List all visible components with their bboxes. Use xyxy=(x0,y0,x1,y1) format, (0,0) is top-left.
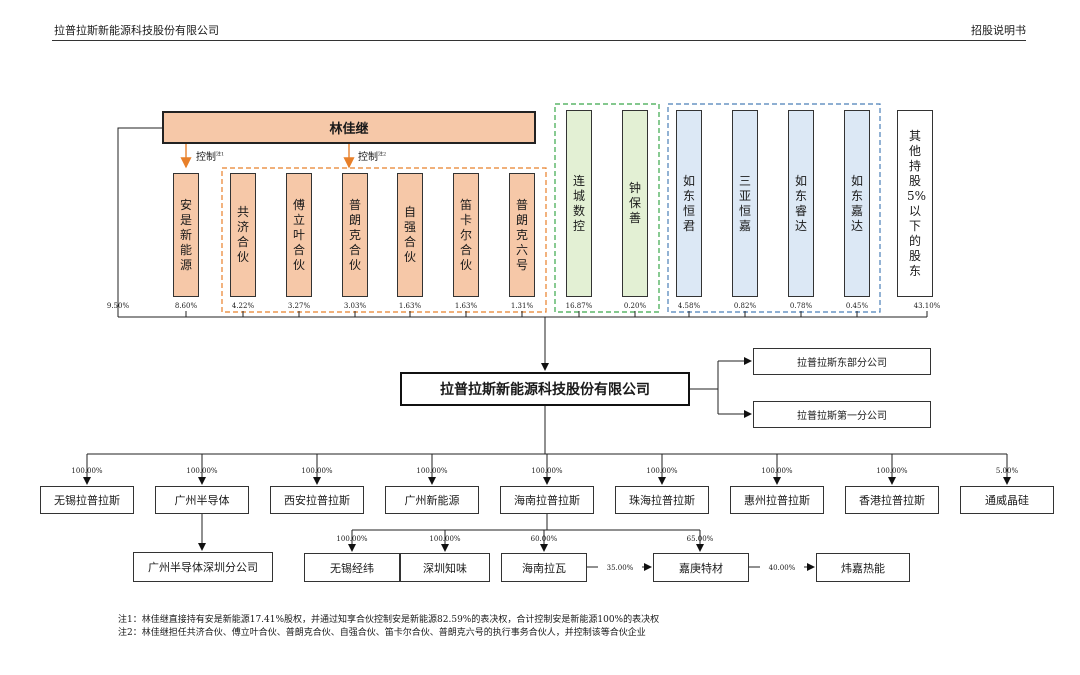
pct-anshi: 8.60% xyxy=(174,302,198,310)
sub-xian-laplace: 西安拉普拉斯 xyxy=(270,486,364,514)
pct-jiageng: 65.00% xyxy=(686,535,714,543)
controller-box: 林佳继 xyxy=(162,111,536,144)
sub-guangzhou-semi: 广州半导体 xyxy=(155,486,249,514)
pct-ruida: 0.78% xyxy=(789,302,813,310)
header-company: 拉普拉斯新能源科技股份有限公司 xyxy=(54,24,219,37)
pct-pulangke: 3.03% xyxy=(343,302,367,310)
pct-gongji: 4.22% xyxy=(231,302,255,310)
controller-name: 林佳继 xyxy=(329,122,369,137)
header-rule xyxy=(52,40,1026,41)
sub-guangzhou-energy: 广州新能源 xyxy=(385,486,479,514)
branch-first: 拉普拉斯第一分公司 xyxy=(753,401,931,428)
sub-weijia: 炜嘉热能 xyxy=(816,553,910,582)
control-label-1: 控制注1 xyxy=(196,151,225,163)
shareholder-others: 其他持股5%以下的股东 xyxy=(897,110,933,297)
shareholder-gongji: 共济合伙 xyxy=(230,173,256,297)
pct-ziqiang: 1.63% xyxy=(398,302,422,310)
sub-hk-laplace: 香港拉普拉斯 xyxy=(845,486,939,514)
orange-group-frame xyxy=(221,167,547,313)
sub-jiageng: 嘉庚特材 xyxy=(653,553,749,582)
note-2: 注2：林佳继担任共济合伙、傅立叶合伙、普朗克合伙、自强合伙、笛卡尔合伙、普朗克六… xyxy=(118,628,646,638)
pct-sub-huizhou: 100.00% xyxy=(761,467,793,475)
sub-wuxi-jingwei: 无锡经纬 xyxy=(304,553,400,582)
shareholder-fuliye: 傅立叶合伙 xyxy=(286,173,312,297)
pct-hengjun: 4.58% xyxy=(677,302,701,310)
shareholder-rudong-ruida: 如东睿达 xyxy=(788,110,814,297)
shareholder-zhongbaoshan: 钟保善 xyxy=(622,110,648,297)
note-1: 注1：林佳继直接持有安是新能源17.41%股权，并通过知享合伙控制安是新能源82… xyxy=(118,615,660,625)
pct-jiageng-to-weijia: 40.00% xyxy=(760,564,804,572)
sub-zhuhai-laplace: 珠海拉普拉斯 xyxy=(615,486,709,514)
pct-liancheng: 16.87% xyxy=(565,302,593,310)
pct-jiada: 0.45% xyxy=(845,302,869,310)
pct-wuxi-jingwei: 100.00% xyxy=(336,535,368,543)
sub-shenzhen-zhiwei: 深圳知味 xyxy=(400,553,490,582)
shareholder-pulangke6: 普朗克六号 xyxy=(509,173,535,297)
pct-dikaer: 1.63% xyxy=(454,302,478,310)
pct-sub-gz-semi: 100.00% xyxy=(186,467,218,475)
pct-hengjia: 0.82% xyxy=(733,302,757,310)
shareholder-liancheng: 连城数控 xyxy=(566,110,592,297)
pct-hainan-lawa: 60.00% xyxy=(530,535,558,543)
pct-pulangke6: 1.31% xyxy=(510,302,534,310)
shareholder-ziqiang: 自强合伙 xyxy=(397,173,423,297)
pct-lawa-to-jiageng: 35.00% xyxy=(598,564,642,572)
pct-direct: 9.50% xyxy=(106,302,130,310)
sub-hainan-laplace: 海南拉普拉斯 xyxy=(500,486,594,514)
shareholder-anshi: 安是新能源 xyxy=(173,173,199,297)
main-company-name: 拉普拉斯新能源科技股份有限公司 xyxy=(440,382,650,398)
control-label-2: 控制注2 xyxy=(358,151,387,163)
pct-sub-gz-energy: 100.00% xyxy=(416,467,448,475)
pct-fuliye: 3.27% xyxy=(287,302,311,310)
pct-sub-hainan: 100.00% xyxy=(531,467,563,475)
shareholder-dikaer: 笛卡尔合伙 xyxy=(453,173,479,297)
shareholder-pulangke: 普朗克合伙 xyxy=(342,173,368,297)
pct-shenzhen-zhiwei: 100.00% xyxy=(429,535,461,543)
branch-east: 拉普拉斯东部分公司 xyxy=(753,348,931,375)
sub-huizhou-laplace: 惠州拉普拉斯 xyxy=(730,486,824,514)
shareholder-sanya-hengjia: 三亚恒嘉 xyxy=(732,110,758,297)
blue-group-frame xyxy=(667,103,881,313)
pct-zhongbaoshan: 0.20% xyxy=(623,302,647,310)
header-doc-type: 招股说明书 xyxy=(971,24,1026,37)
sub-hainan-lawa: 海南拉瓦 xyxy=(501,553,587,582)
pct-sub-wuxi: 100.00% xyxy=(71,467,103,475)
shareholder-rudong-hengjun: 如东恒君 xyxy=(676,110,702,297)
sub-branch-shenzhen: 广州半导体深圳分公司 xyxy=(133,552,273,582)
pct-sub-xian: 100.00% xyxy=(301,467,333,475)
pct-sub-tongwei: 5.00% xyxy=(995,467,1019,475)
pct-others: 43.10% xyxy=(913,302,941,310)
sub-tongwei: 通威晶硅 xyxy=(960,486,1054,514)
sub-wuxi-laplace: 无锡拉普拉斯 xyxy=(40,486,134,514)
shareholder-rudong-jiada: 如东嘉达 xyxy=(844,110,870,297)
pct-sub-hk: 100.00% xyxy=(876,467,908,475)
main-company-box: 拉普拉斯新能源科技股份有限公司 xyxy=(400,372,690,406)
green-group-frame xyxy=(554,103,660,313)
pct-sub-zhuhai: 100.00% xyxy=(646,467,678,475)
